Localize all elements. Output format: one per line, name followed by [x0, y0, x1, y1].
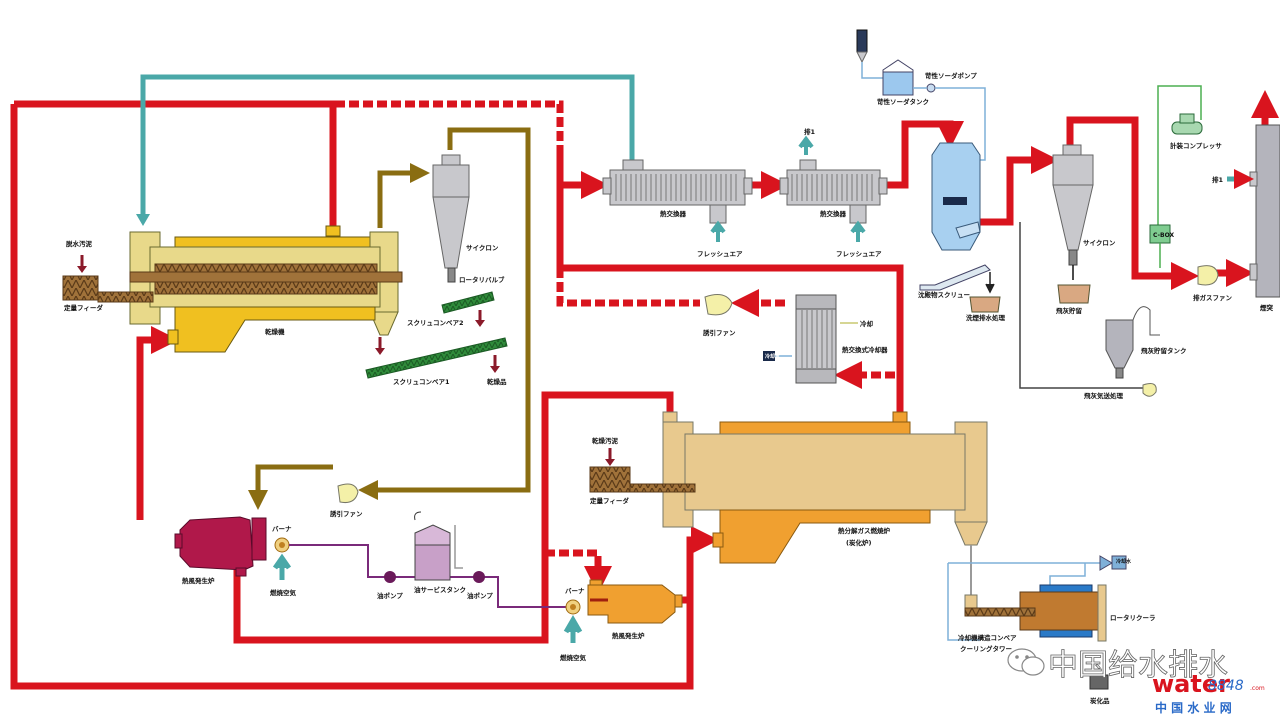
- pipe-furnace2-carbonizer: [680, 526, 719, 604]
- hot-gas-furnace-2-label: 熱風発生炉: [612, 631, 645, 640]
- carbonizer-sub-label: (炭化炉): [846, 538, 871, 547]
- exhaust-fan: 排ガスファン: [1193, 265, 1233, 302]
- sludge-feeder-1: 脱水汚泥 定量フィーダ: [62, 239, 154, 312]
- pipe-scrubber-cyclone: [980, 146, 1059, 226]
- combustion-air-1-label: 燃焼空気: [270, 588, 297, 597]
- cyclone-2-label: サイクロン: [1083, 238, 1116, 247]
- burner-1-label: バーナ: [272, 525, 292, 533]
- brand-cn: 中 国 水 业 网: [1155, 700, 1232, 715]
- oil-tank-label: 油サービスタンク: [414, 585, 466, 594]
- heat-exchanger-1: 熱交換器 フレッシュエア: [602, 159, 753, 258]
- chemical-system: 苛性ソーダタンク 苛性ソーダポンプ: [856, 29, 986, 161]
- stack-label: 煙突: [1260, 303, 1274, 312]
- cooler-conveyor-label: 冷却機構造コンベア: [958, 633, 1017, 642]
- sludge-screw-label: 沈殿物スクリュー: [918, 290, 970, 299]
- hot-gas-pipes: [10, 90, 1279, 690]
- oil-pump-1-label: 油ポンプ: [377, 591, 403, 600]
- cooling-water-label: 冷却水: [1116, 558, 1132, 565]
- wechat-watermark-text: 中国给水排水: [1048, 648, 1228, 683]
- carbonizer: 熱分解ガス燃焼炉 (炭化炉): [629, 411, 988, 564]
- brand-com: .com: [1250, 685, 1265, 692]
- rotary-cooler: ロータリクーラ 冷却機構造コンベア クーリングタワー 冷却水 炭化品: [947, 545, 1156, 705]
- sludge-feeder-2: 乾燥汚泥 定量フィーダ: [589, 436, 631, 505]
- heat-exchanger-2: 排1 熱交換器 フレッシュエア: [779, 127, 888, 258]
- hot-gas-dashed-pipes: [335, 100, 895, 594]
- brand-num: 8848: [1208, 678, 1244, 694]
- brand-water: water: [1152, 670, 1230, 698]
- scrubber: 沈殿物スクリュー 洗煙排水処理: [918, 142, 1006, 322]
- combustion-air-2-label: 燃焼空気: [560, 653, 587, 662]
- pipe-hx2-scrubber: [880, 120, 964, 189]
- compressed-air: C-BOX 計装コンプレッサ: [1149, 85, 1222, 268]
- hot-gas-furnace-1-label: 熱風発生炉: [182, 576, 215, 585]
- dryer: 乾燥機: [129, 225, 403, 353]
- induced-fan-1: 誘引ファン: [703, 294, 736, 337]
- dried-sludge-label: 乾燥品: [487, 377, 507, 386]
- cooling-air-label: 冷却: [860, 319, 874, 328]
- wechat-icon: [1007, 648, 1045, 676]
- water-in-label: 冷却水: [765, 353, 781, 360]
- fly-ash-label: 飛灰貯留: [1055, 306, 1083, 315]
- bag-filter-label: C-BOX: [1153, 232, 1174, 239]
- rotary-cooler-label: ロータリクーラ: [1110, 613, 1156, 622]
- cooler-conveyor-2-label: クーリングタワー: [960, 644, 1012, 653]
- pipe-cyclone2-fan: [1066, 116, 1199, 290]
- induced-fan-1-label: 誘引ファン: [703, 328, 736, 337]
- pipe-main-vertical: [556, 150, 904, 415]
- fresh-air-2-label: フレッシュエア: [836, 250, 882, 258]
- pipe-top-left: [14, 100, 337, 228]
- scrubber-waste-label: 洗煙排水処理: [966, 313, 1006, 322]
- screw-conveyors: スクリュコンベア2 スクリュコンベア1 乾燥品: [365, 291, 508, 386]
- cyclone-2: サイクロン 飛灰貯留: [1052, 144, 1116, 315]
- chemical-tank-label: 苛性ソーダタンク: [877, 97, 929, 106]
- induced-fan-2: 誘引ファン: [330, 483, 363, 518]
- sludge-in-1-label: 脱水汚泥: [66, 239, 93, 248]
- ash-tank-label: 飛灰貯留タンク: [1140, 346, 1187, 355]
- ash-tank: 飛灰貯留タンク 飛灰気送処理: [1019, 222, 1187, 400]
- compressor-label: 計装コンプレッサ: [1170, 141, 1222, 150]
- burner-2-label: バーナ: [565, 587, 585, 595]
- oil-pump-2-label: 油ポンプ: [467, 591, 493, 600]
- brand-water-text: water: [1152, 670, 1230, 698]
- watermark: 中国给水排水 water 8848 .com 中 国 水 业 网: [1007, 648, 1265, 715]
- stack: 排1 煙突: [1212, 124, 1280, 312]
- sludge-feeder-1-label: 定量フィーダ: [63, 303, 103, 312]
- air-out-label: 排1: [804, 127, 816, 136]
- rotary-valve-label: ロータリバルブ: [459, 275, 505, 284]
- screw-conveyor-1-label: スクリュコンベア1: [393, 377, 450, 386]
- sludge-feeder-2-label: 定量フィーダ: [589, 496, 629, 505]
- fresh-air-1-label: フレッシュエア: [697, 250, 743, 258]
- hot-gas-furnace-2: バーナ 熱風発生炉 燃焼空気: [560, 579, 683, 662]
- exchanger-cooler-label: 熱交換式冷却器: [842, 345, 888, 354]
- hx2-label: 熱交換器: [820, 209, 847, 218]
- pipe-furnace1-return: [233, 391, 674, 644]
- hot-gas-furnace-1: 熱風発生炉 バーナ 燃焼空気: [174, 516, 297, 597]
- pipe-outer-loop: [10, 104, 694, 690]
- hx1-label: 熱交換器: [660, 209, 687, 218]
- stack-in-label: 排1: [1212, 175, 1224, 184]
- induced-fan-2-label: 誘引ファン: [330, 509, 363, 518]
- exhaust-fan-label: 排ガスファン: [1193, 293, 1233, 302]
- cooling-exchanger: 冷却 冷却水 熱交換式冷却器: [763, 294, 888, 384]
- air-arrow-down: [136, 214, 150, 226]
- carbide-label: 炭化品: [1090, 696, 1110, 705]
- carbonizer-label: 熱分解ガス燃焼炉: [838, 526, 891, 535]
- cyclone-1-label: サイクロン: [466, 243, 499, 252]
- oil-system: 油ポンプ 油サービスタンク 油ポンプ: [289, 511, 570, 608]
- ash-transport-label: 飛灰気送処理: [1083, 391, 1124, 400]
- sludge-in-2-label: 乾燥汚泥: [592, 436, 619, 445]
- dryer-label: 乾燥機: [265, 327, 285, 336]
- air-pipes: [140, 74, 635, 222]
- cyclone-1: サイクロン ロータリバルブ: [432, 154, 505, 284]
- vapor-pipes: [248, 127, 531, 510]
- chemical-pump-label: 苛性ソーダポンプ: [925, 71, 977, 80]
- screw-conveyor-2-label: スクリュコンベア2: [407, 318, 464, 327]
- pipe-dryer-in: [136, 326, 179, 520]
